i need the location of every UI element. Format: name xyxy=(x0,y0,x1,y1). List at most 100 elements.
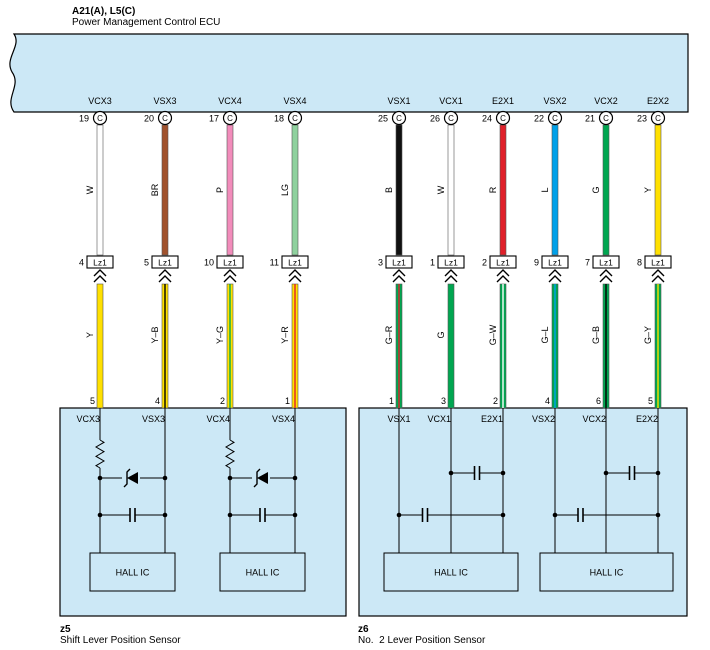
upper-wire-vcx4 xyxy=(226,124,234,256)
lower-color-vcx1: G xyxy=(436,331,446,338)
ecu-connector-vcx1 xyxy=(443,110,459,126)
ecu-connector-vcx2 xyxy=(598,110,614,126)
z5-pin-label-vsx3: VSX3 xyxy=(142,414,165,424)
lz1-box-vcx4 xyxy=(216,255,244,269)
upper-wire-vcx3 xyxy=(96,124,104,256)
ecu-code: A21(A), L5(C) xyxy=(72,6,136,17)
ecu-connector-vsx2 xyxy=(547,110,563,126)
ecu-pin-vsx3: 20 xyxy=(144,114,154,124)
upper-color-vsx4: LG xyxy=(280,184,290,196)
lower-wire-vcx1 xyxy=(447,283,455,409)
ecu-pin-vsx4: 18 xyxy=(274,114,284,124)
z5-hall-ic-1 xyxy=(89,552,176,592)
lz1-label-vcx4: Lz1 xyxy=(223,258,237,268)
ecu-pin-vcx4: 17 xyxy=(209,114,219,124)
upper-color-vsx2: L xyxy=(540,187,550,192)
z5-zener-diode-1 xyxy=(123,468,138,488)
ecu-pin-vcx3: 19 xyxy=(79,114,89,124)
z6-capacitor-ac-2 xyxy=(577,508,584,522)
lz1-label-vcx3: Lz1 xyxy=(93,258,107,268)
lz1-pin-vsx1: 3 xyxy=(378,258,383,268)
z6-name: No. 2 Lever Position Sensor xyxy=(358,635,486,646)
ecu-pin-vcx1: 26 xyxy=(430,114,440,124)
z6-hall-ic-1-label: HALL IC xyxy=(434,568,468,578)
sensor-pin-vcx4: 2 xyxy=(220,396,225,406)
ecu-signal-vcx4: VCX4 xyxy=(218,96,242,106)
lz1-box-e2x2 xyxy=(644,255,672,269)
ecu-body xyxy=(9,33,689,113)
connector-chevron-vsx4 xyxy=(288,269,302,283)
z5-capacitor-2 xyxy=(259,508,266,522)
z6-hall-ic-2 xyxy=(539,552,674,592)
connector-chevron-vsx2 xyxy=(548,269,562,283)
z6-capacitor-bc-1 xyxy=(473,466,481,480)
z6-pin-label-e2x1: E2X1 xyxy=(481,414,503,424)
lz1-box-vsx3 xyxy=(151,255,179,269)
upper-color-e2x2: Y xyxy=(643,187,653,193)
lz1-pin-vcx3: 4 xyxy=(79,258,84,268)
ecu-connector-vsx1 xyxy=(391,110,407,126)
ecu-connector-vsx4 xyxy=(287,110,303,126)
connector-chevron-vsx1 xyxy=(392,269,406,283)
sensor-pin-vsx4: 1 xyxy=(285,396,290,406)
z6-capacitor-bc-2 xyxy=(628,466,636,480)
ecu-connector-vcx4 xyxy=(222,110,238,126)
z5-resistor-2 xyxy=(225,439,235,469)
lz1-label-e2x2: Lz1 xyxy=(651,258,665,268)
ecu-signal-e2x2: E2X2 xyxy=(647,96,669,106)
z5-resistor-1 xyxy=(95,439,105,469)
z5-code: z5 xyxy=(60,624,71,635)
z6-code: z6 xyxy=(358,624,369,635)
z5-pin-label-vcx3: VCX3 xyxy=(76,414,100,424)
ecu-connector-letter-vcx3: C xyxy=(97,114,103,123)
z6-hall-ic-1 xyxy=(383,552,519,592)
z5-pin-label-vsx4: VSX4 xyxy=(272,414,295,424)
z6-hall-ic-2-label: HALL IC xyxy=(590,568,624,578)
sensor-pin-vsx3: 4 xyxy=(155,396,160,406)
ecu-connector-letter-e2x1: C xyxy=(500,114,506,123)
ecu-pin-vsx2: 22 xyxy=(534,114,544,124)
z5-name: Shift Lever Position Sensor xyxy=(60,635,181,646)
upper-color-vcx3: W xyxy=(85,185,95,194)
lz1-pin-e2x1: 2 xyxy=(482,258,487,268)
upper-wire-vsx3 xyxy=(161,124,169,256)
lz1-box-e2x1 xyxy=(489,255,517,269)
ecu-pin-e2x1: 24 xyxy=(482,114,492,124)
upper-wire-vsx1 xyxy=(395,124,403,256)
z5-capacitor-1 xyxy=(129,508,136,522)
connector-chevron-vsx3 xyxy=(158,269,172,283)
lz1-pin-vsx4: 11 xyxy=(270,258,279,268)
sensor-pin-vsx2: 4 xyxy=(545,396,550,406)
ecu-signal-vsx2: VSX2 xyxy=(543,96,566,106)
lz1-pin-e2x2: 8 xyxy=(637,258,642,268)
lz1-label-e2x1: Lz1 xyxy=(496,258,510,268)
ecu-pin-vcx2: 21 xyxy=(585,114,595,124)
lower-color-e2x2: G–Y xyxy=(643,326,653,344)
lz1-box-vcx1 xyxy=(437,255,465,269)
lower-color-vsx4: Y–R xyxy=(280,326,290,344)
z5-zener-diode-2 xyxy=(253,468,268,488)
sensor-pin-vcx1: 3 xyxy=(441,396,446,406)
sensor-pin-vcx2: 6 xyxy=(596,396,601,406)
ecu-signal-vsx4: VSX4 xyxy=(283,96,306,106)
upper-color-vcx1: W xyxy=(436,185,446,194)
lz1-box-vsx1 xyxy=(385,255,413,269)
upper-wire-vcx2 xyxy=(602,124,610,256)
ecu-connector-letter-vsx3: C xyxy=(162,114,168,123)
upper-wire-vsx2 xyxy=(551,124,559,256)
ecu-connector-e2x2 xyxy=(650,110,666,126)
lz1-box-vcx2 xyxy=(592,255,620,269)
connector-chevron-e2x1 xyxy=(496,269,510,283)
lz1-label-vsx1: Lz1 xyxy=(392,258,406,268)
lz1-pin-vcx2: 7 xyxy=(585,258,590,268)
lower-color-vsx1: G–R xyxy=(384,325,394,344)
upper-color-vsx1: B xyxy=(384,187,394,193)
lower-color-e2x1: G–W xyxy=(488,324,498,345)
sensor-pin-e2x2: 5 xyxy=(648,396,653,406)
lz1-label-vcx1: Lz1 xyxy=(444,258,458,268)
sensor-pin-e2x1: 2 xyxy=(493,396,498,406)
ecu-name: Power Management Control ECU xyxy=(72,17,221,28)
ecu-signal-vcx2: VCX2 xyxy=(594,96,618,106)
z6-capacitor-ac-1 xyxy=(421,508,429,522)
lz1-label-vcx2: Lz1 xyxy=(599,258,613,268)
